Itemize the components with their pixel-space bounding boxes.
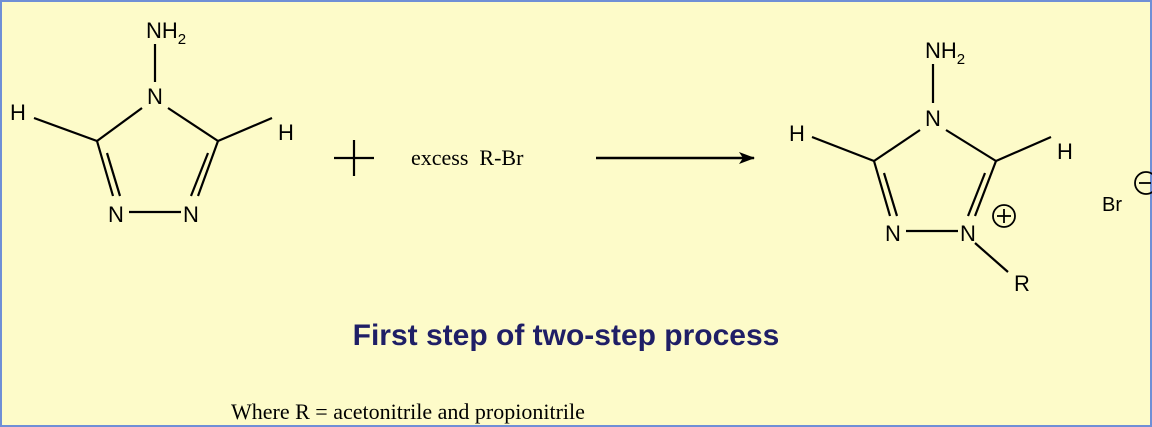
product-bond-c-n-left bbox=[872, 160, 892, 217]
reagent-label: excess R-Br bbox=[411, 145, 524, 170]
product-nh2-label: NH2 bbox=[925, 38, 965, 68]
reactant-molecule: NH2 N H H N N bbox=[10, 18, 294, 227]
bond-c-n-right-double bbox=[189, 152, 210, 197]
positive-charge-icon bbox=[992, 204, 1016, 228]
scheme-note: Where R = acetonitrile and propionitrile bbox=[231, 399, 585, 424]
product-bond-n-c-right bbox=[945, 129, 997, 162]
product-bond-c-n-right bbox=[973, 160, 998, 217]
scheme-title: First step of two-step process bbox=[353, 319, 780, 352]
plus-sign bbox=[334, 140, 374, 176]
reactant-nh2-label: NH2 bbox=[146, 18, 186, 48]
product-r-group: R bbox=[1014, 271, 1030, 296]
reactant-n-top: N bbox=[147, 84, 163, 109]
reactant-h-right: H bbox=[278, 120, 294, 145]
product-bond-c-h-left bbox=[811, 135, 875, 163]
bond-c-n-left-double bbox=[105, 152, 122, 197]
product-h-right: H bbox=[1057, 139, 1073, 164]
reactant-n-bottom-right: N bbox=[183, 202, 199, 227]
bond-n-c-right bbox=[167, 107, 219, 142]
reactant-h-left: H bbox=[10, 100, 26, 125]
counterion-label: Br bbox=[1102, 194, 1122, 216]
bond-c-n-left bbox=[95, 140, 115, 197]
bond-n-c-left bbox=[96, 107, 143, 142]
product-n-bottom-left: N bbox=[885, 221, 901, 246]
product-bond-n-r bbox=[974, 242, 1009, 273]
product-bond-n-c-left bbox=[873, 129, 921, 162]
product-molecule: NH2 N H H N N R bbox=[789, 38, 1073, 296]
bond-c-h-left bbox=[33, 116, 98, 143]
bond-c-h-right bbox=[217, 116, 273, 143]
negative-charge-icon bbox=[1134, 171, 1152, 195]
product-n-top: N bbox=[925, 106, 941, 131]
product-bond-c-h-right bbox=[995, 135, 1052, 163]
reactant-n-bottom-left: N bbox=[108, 202, 124, 227]
product-bond-c-n-left-double bbox=[882, 172, 899, 217]
product-bond-c-n-right-double bbox=[966, 172, 987, 217]
bond-c-n-right bbox=[196, 140, 220, 197]
product-h-left: H bbox=[789, 121, 805, 146]
product-n-bottom-right: N bbox=[960, 221, 976, 246]
